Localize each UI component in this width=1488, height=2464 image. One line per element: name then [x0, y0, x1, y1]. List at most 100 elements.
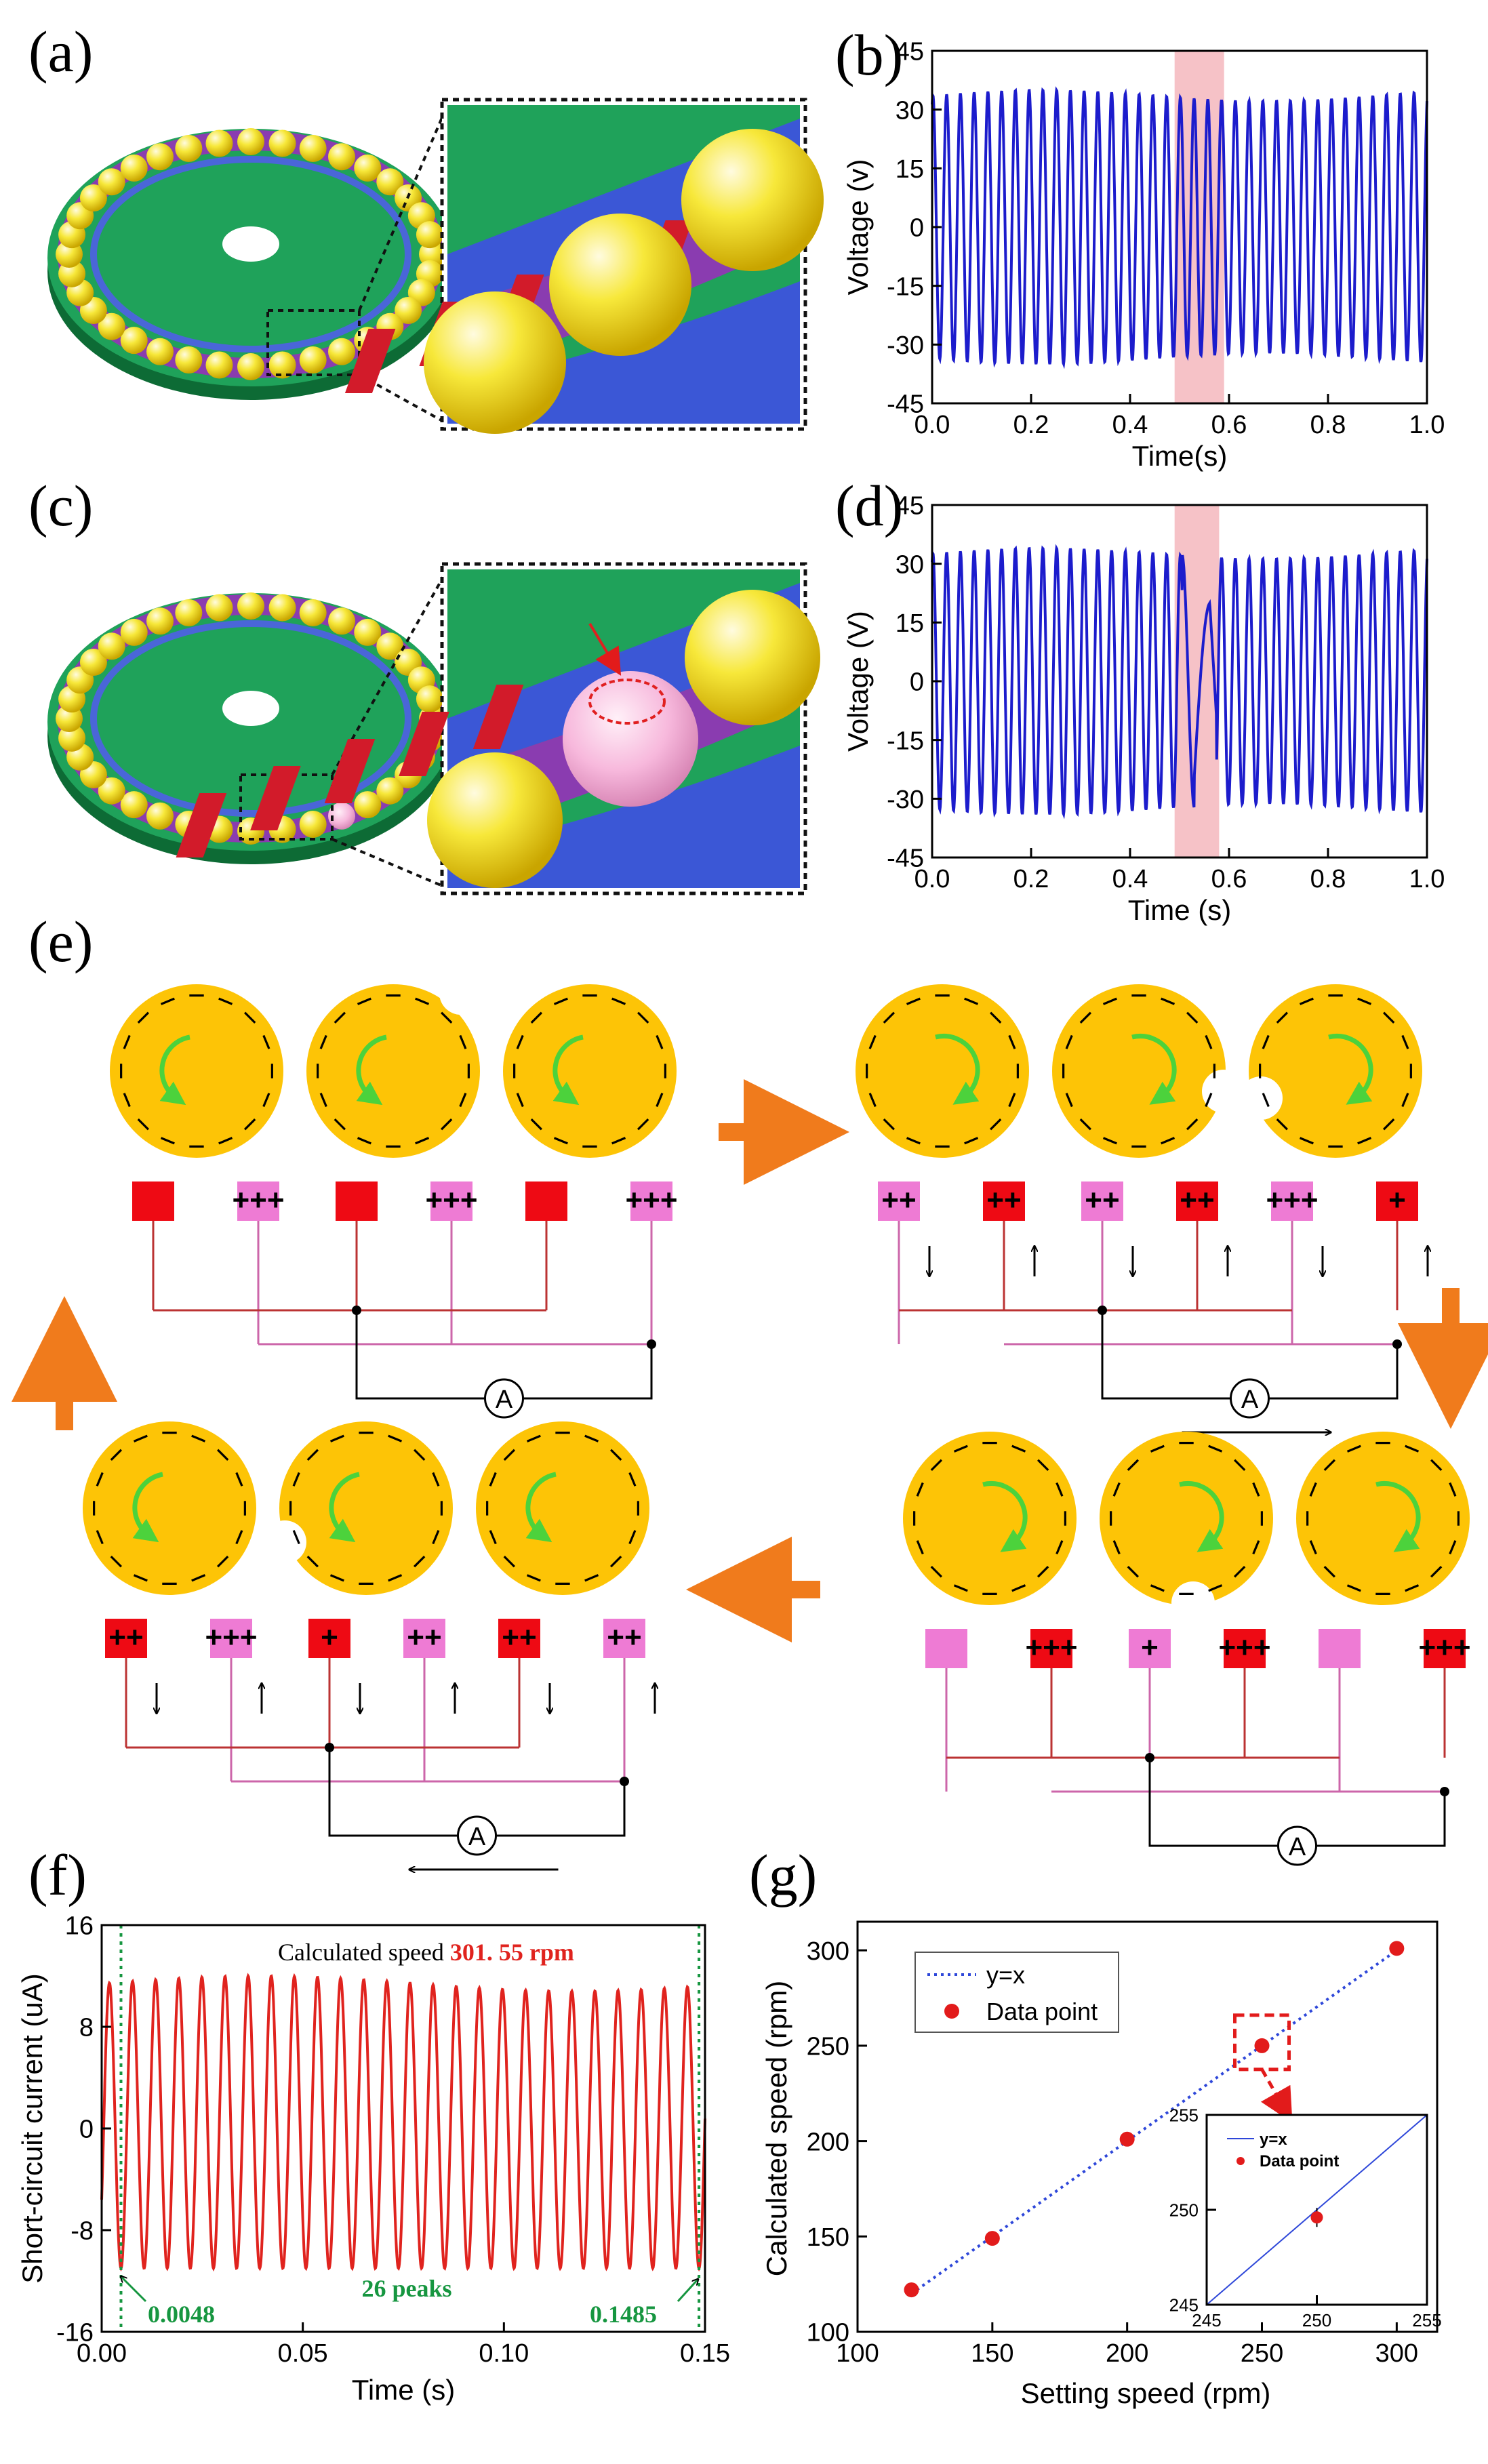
end-time: 0.1485	[590, 2301, 657, 2328]
inset-defect-ball	[563, 671, 698, 807]
y-tick-label: 300	[807, 1937, 849, 1966]
ammeter-label: A	[468, 1823, 486, 1851]
x-tick-label: 250	[1302, 2310, 1331, 2330]
pad-charge: ++	[1180, 1184, 1214, 1217]
negative-charge: −	[104, 1062, 138, 1080]
rotation-arrow-icon	[1375, 1481, 1421, 1552]
inset-ball	[427, 752, 563, 888]
ball	[237, 592, 264, 620]
negative-charge: −	[1290, 1510, 1325, 1527]
negative-charge: −	[933, 978, 951, 1013]
inset-ball	[424, 291, 566, 434]
ball	[395, 297, 422, 324]
data-point	[1119, 2131, 1135, 2147]
legend-label: y=x	[986, 1961, 1025, 1989]
electrode-pad	[498, 1619, 540, 1658]
speed-caption: Calculated speed	[278, 1939, 450, 1966]
electrode-pad	[603, 1619, 645, 1658]
y-axis-label: Voltage (v)	[842, 159, 874, 296]
panel-label-d: (d)	[835, 473, 903, 538]
charged-ball: −−−−−−−−−−−−−−−−	[897, 1426, 1083, 1611]
negative-charge: −	[424, 1499, 459, 1517]
pad-charge: +++	[1266, 1184, 1318, 1217]
y-tick-label: 15	[896, 609, 924, 638]
annotation-arrow	[121, 2276, 147, 2303]
x-tick-label: 300	[1375, 2339, 1418, 2368]
x-tick-label: 0.4	[1112, 865, 1148, 893]
x-tick-label: 255	[1412, 2310, 1441, 2330]
inset-data-point	[1310, 2211, 1323, 2224]
inset-closeup	[344, 105, 824, 434]
rotation-arrow-icon	[1179, 1481, 1224, 1552]
electrode-pad	[403, 1619, 445, 1658]
x-tick-label: 1.0	[1409, 865, 1445, 893]
inset-electrode	[344, 329, 396, 393]
inset-legend-label: y=x	[1260, 2130, 1287, 2149]
ball	[98, 168, 125, 196]
negative-charge: −	[1130, 1129, 1148, 1164]
ammeter-label: A	[1241, 1386, 1259, 1414]
ball	[175, 599, 203, 627]
panel-label-f: (f)	[28, 1842, 87, 1907]
rotation-arrow-icon	[329, 1472, 360, 1543]
negative-charge: −	[357, 1567, 375, 1601]
x-tick-label: 0.6	[1211, 865, 1247, 893]
charged-ball: −−−−−−−−−−−−−−−−	[1290, 1426, 1476, 1611]
x-tick-label: 0.6	[1211, 411, 1247, 439]
x-tick-label: 150	[971, 2339, 1013, 2368]
ammeter-icon	[1277, 1825, 1317, 1866]
ball-defect	[263, 1520, 306, 1564]
ball	[268, 129, 296, 157]
negative-charge: −	[1245, 1510, 1279, 1527]
voltage-series	[931, 544, 1428, 820]
charged-ball: −−−−−−−−−−−−−−−−	[77, 1415, 262, 1601]
ball	[376, 168, 404, 196]
electrode-pad	[525, 1181, 567, 1221]
negative-charge: −	[161, 1567, 178, 1601]
pad-charge: +++	[1218, 1631, 1270, 1664]
zoom-line	[359, 373, 448, 425]
charged-ball: −−−−−−−−−−−−−−−−	[497, 978, 683, 1164]
ball	[328, 143, 355, 171]
panel-label-g: (g)	[749, 1842, 817, 1907]
ball	[268, 351, 296, 379]
zoom-line	[358, 104, 449, 311]
ball-body	[83, 1421, 256, 1595]
charge-transfer-diagram-e: −−−−−−−−−−−−−−−−−−−−−−−−−−−−−−−−−−−−−−−−…	[12, 971, 1488, 1870]
legend-box	[914, 1952, 1119, 2033]
pad-charge: ++	[1085, 1184, 1119, 1217]
inset-electrode	[399, 712, 449, 776]
negative-charge: −	[581, 1129, 599, 1164]
ball	[416, 685, 443, 713]
ammeter-icon	[484, 1378, 524, 1419]
plot-frame	[856, 1920, 1439, 2333]
inset-electrode	[250, 766, 301, 830]
electrode-pad	[1376, 1181, 1418, 1221]
negative-charge: −	[1197, 1062, 1232, 1080]
pad-charge: +++	[205, 1621, 257, 1654]
ball	[328, 607, 355, 635]
y-equals-x-line	[916, 1949, 1398, 2291]
ball	[416, 221, 443, 249]
electrode-pad	[925, 1629, 967, 1668]
panel-label-a: (a)	[28, 19, 93, 84]
y-tick-label: 30	[896, 96, 924, 125]
negative-charge: −	[554, 1415, 571, 1450]
x-tick-label: 0.00	[77, 2339, 127, 2368]
ball	[299, 346, 327, 373]
zoom-box	[266, 309, 361, 376]
ball	[98, 777, 125, 805]
ball-defect	[1171, 1581, 1215, 1625]
ball	[268, 594, 296, 622]
y-axis-label: Voltage (V)	[842, 611, 874, 752]
negative-charge: −	[849, 1062, 884, 1080]
inset-electrode	[324, 739, 376, 803]
y-tick-label: -45	[887, 390, 924, 419]
pad-charge: +++	[1418, 1631, 1470, 1664]
electrode-pad	[1176, 1181, 1218, 1221]
pad-charge: +	[1141, 1631, 1159, 1664]
ball-body	[1052, 984, 1226, 1158]
data-point	[984, 2231, 1000, 2246]
